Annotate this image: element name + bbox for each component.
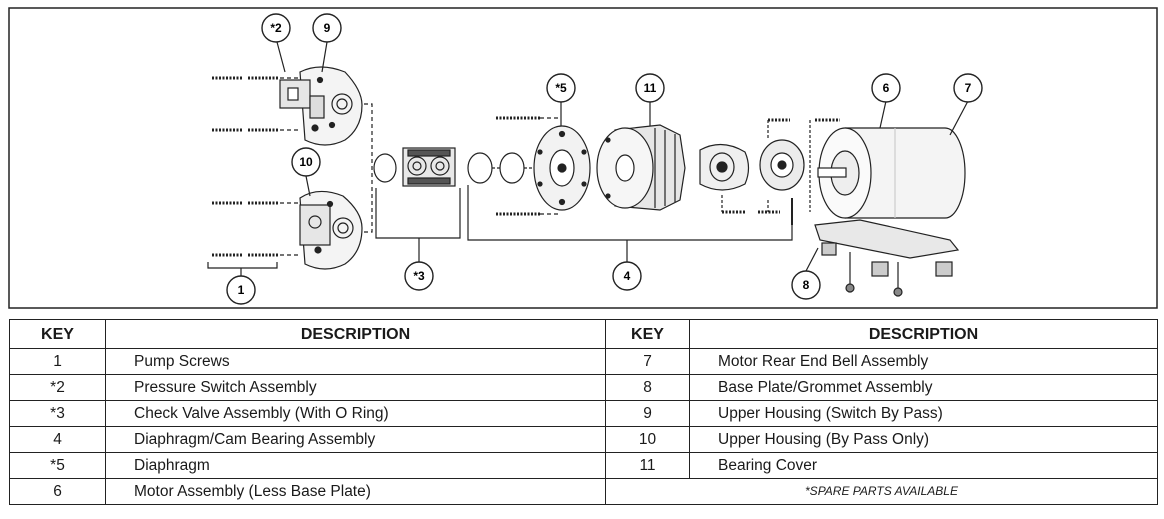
description-header-left: DESCRIPTION [105, 319, 606, 349]
description-cell: Base Plate/Grommet Assembly [689, 374, 1158, 401]
key-header-left: KEY [9, 319, 106, 349]
callout-6: 6 [871, 73, 901, 103]
cam-bearing [699, 143, 750, 214]
table-row: *3 Check Valve Assembly (With O Ring) 9 … [9, 400, 1158, 427]
svg-text:*3: *3 [413, 269, 425, 283]
motor-assembly [809, 118, 966, 219]
callout-8: 8 [791, 270, 821, 300]
table-row: *5 Diaphragm 11 Bearing Cover [9, 452, 1158, 479]
table-row: 6 Motor Assembly (Less Base Plate) *SPAR… [9, 478, 1158, 505]
description-cell: Pump Screws [105, 348, 606, 375]
pump-screws-lower [207, 201, 300, 269]
callout-10: 10 [291, 147, 321, 177]
svg-text:6: 6 [883, 81, 890, 95]
motor-front-bell [758, 118, 805, 225]
description-cell: Diaphragm/Cam Bearing Assembly [105, 426, 606, 453]
pump-screws-upper [212, 76, 300, 132]
check-valve-assembly [373, 147, 461, 239]
description-cell: Pressure Switch Assembly [105, 374, 606, 401]
parts-table: KEY DESCRIPTION KEY DESCRIPTION 1 Pump S… [9, 319, 1158, 505]
key-cell: 10 [605, 426, 690, 453]
bearing-cover [596, 124, 686, 211]
callout-9: 9 [312, 13, 342, 43]
description-cell: Upper Housing (By Pass Only) [689, 426, 1158, 453]
key-cell: *2 [9, 374, 106, 401]
upper-housing-9 [279, 66, 363, 146]
svg-text:*2: *2 [270, 21, 282, 35]
parts-table-header: KEY DESCRIPTION KEY DESCRIPTION [9, 319, 1158, 349]
svg-text:9: 9 [324, 21, 331, 35]
key-cell: 7 [605, 348, 690, 375]
upper-housing-10 [299, 190, 363, 270]
callout-4: 4 [612, 261, 642, 291]
svg-text:*5: *5 [555, 81, 567, 95]
base-plate [814, 219, 960, 297]
description-cell: Bearing Cover [689, 452, 1158, 479]
svg-text:8: 8 [803, 278, 810, 292]
svg-text:7: 7 [965, 81, 972, 95]
description-cell: Motor Rear End Bell Assembly [689, 348, 1158, 375]
o-rings [467, 152, 535, 184]
key-cell: 9 [605, 400, 690, 427]
svg-text:4: 4 [624, 269, 631, 283]
description-cell: Diaphragm [105, 452, 606, 479]
table-row: *2 Pressure Switch Assembly 8 Base Plate… [9, 374, 1158, 401]
diagram-frame [8, 7, 1158, 309]
key-cell: 1 [9, 348, 106, 375]
spare-parts-footnote: *SPARE PARTS AVAILABLE [605, 478, 1158, 505]
callout-2: *2 [261, 13, 291, 43]
diaphragm [496, 116, 591, 216]
callout-7: 7 [953, 73, 983, 103]
svg-text:11: 11 [644, 81, 657, 95]
table-row: 4 Diaphragm/Cam Bearing Assembly 10 Uppe… [9, 426, 1158, 453]
key-cell: 6 [9, 478, 106, 505]
description-cell: Motor Assembly (Less Base Plate) [105, 478, 606, 505]
key-cell: *5 [9, 452, 106, 479]
svg-text:10: 10 [299, 155, 313, 169]
key-cell: 4 [9, 426, 106, 453]
key-cell: *3 [9, 400, 106, 427]
callout-5: *5 [546, 73, 576, 103]
table-row: 1 Pump Screws 7 Motor Rear End Bell Asse… [9, 348, 1158, 375]
svg-text:1: 1 [238, 283, 245, 297]
callout-11: 11 [635, 73, 665, 103]
description-cell: Check Valve Assembly (With O Ring) [105, 400, 606, 427]
description-cell: Upper Housing (Switch By Pass) [689, 400, 1158, 427]
key-cell: 8 [605, 374, 690, 401]
key-cell: 11 [605, 452, 690, 479]
description-header-right: DESCRIPTION [689, 319, 1158, 349]
callout-3: *3 [404, 261, 434, 291]
callout-1: 1 [226, 275, 256, 305]
key-header-right: KEY [605, 319, 690, 349]
